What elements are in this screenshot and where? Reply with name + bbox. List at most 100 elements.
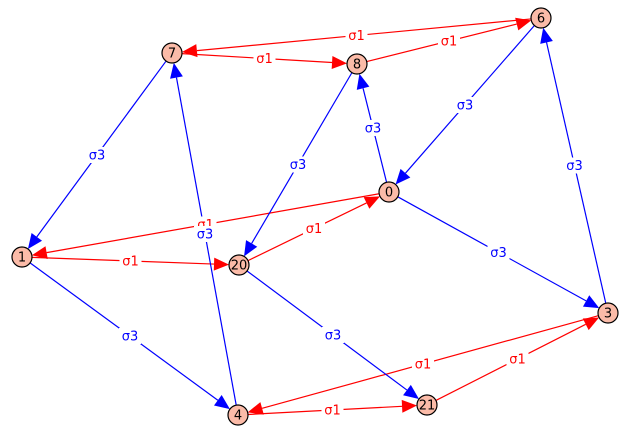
edge-label-20-to-0: σ1 (303, 220, 325, 237)
edge-label-text: σ3 (490, 246, 507, 261)
arrowhead-0-to-3 (582, 295, 600, 309)
node-label: 6 (537, 12, 545, 27)
edge-label-text: σ1 (415, 358, 432, 373)
node-circle (530, 7, 552, 29)
node-circle (11, 246, 33, 268)
node-8: 8 (346, 53, 368, 75)
edge-label-text: σ3 (325, 329, 342, 344)
edge-label-7-to-8: σ1 (253, 50, 276, 67)
nodes-layer: 7 8 6 0 1 20 3 4 21 (11, 7, 619, 426)
node-label: 7 (168, 47, 176, 62)
edge-label-8-to-20: σ3 (287, 156, 309, 173)
edge-label-text: σ1 (348, 29, 365, 44)
edge-label-21-to-3: σ1 (506, 351, 529, 368)
arrowhead-1-to-20 (213, 257, 230, 271)
edge-label-text: σ3 (365, 122, 382, 137)
edge-label-text: σ1 (306, 222, 323, 237)
edge-label-1-to-20: σ1 (119, 253, 142, 270)
edge-label-1-to-4: σ3 (119, 328, 141, 345)
edge-label-text: σ1 (509, 353, 526, 368)
arrowhead-20-to-0 (363, 196, 381, 209)
arrowhead-7-to-8 (331, 56, 348, 70)
node-0: 0 (378, 181, 400, 203)
arrowhead-4-to-7 (170, 62, 183, 79)
arrowhead-0-to-1 (31, 246, 48, 260)
arrowhead-21-to-3 (582, 317, 600, 331)
edge-label-4-to-7: σ3 (194, 226, 216, 243)
edge-label-0-to-3: σ3 (487, 244, 510, 261)
edge-label-text: σ3 (122, 330, 139, 345)
edge-label-bg (438, 33, 460, 49)
node-circle (597, 302, 619, 324)
node-3: 3 (597, 302, 619, 324)
edge-label-bg (487, 244, 510, 261)
edge-label-bg (506, 351, 529, 367)
arrowhead-20-to-21 (403, 384, 419, 400)
edge-label-3-to-6: σ3 (563, 157, 586, 174)
node-label: 8 (353, 58, 361, 73)
arrowhead-7-to-1 (27, 233, 43, 249)
edge-label-bg (119, 328, 141, 344)
arrowhead-3-to-4 (247, 402, 264, 415)
node-label: 0 (385, 186, 393, 201)
node-circle (346, 53, 368, 75)
edge-label-bg (287, 156, 309, 173)
node-20: 20 (228, 254, 250, 276)
edge-label-8-to-6: σ1 (438, 33, 460, 50)
edge-label-text: σ1 (122, 255, 139, 270)
arrowhead-8-to-20 (244, 240, 258, 257)
edge-label-text: σ1 (324, 404, 341, 419)
edge-label-text: σ3 (457, 99, 474, 114)
arrowhead-8-to-6 (515, 17, 532, 31)
edge-label-bg (253, 50, 276, 67)
node-circle (161, 42, 183, 64)
node-circle (227, 404, 249, 426)
edge-label-0-to-8: σ3 (362, 120, 384, 137)
edge-label-text: σ3 (197, 228, 214, 243)
arrowhead-3-to-6 (540, 27, 553, 44)
edge-label-text: σ1 (256, 52, 273, 67)
edge-label-bg (86, 147, 108, 163)
edge-label-3-to-4: σ1 (412, 356, 434, 373)
node-7: 7 (161, 42, 183, 64)
node-label: 3 (604, 307, 612, 322)
edge-label-6-to-7: σ1 (345, 27, 368, 44)
edge-label-20-to-21: σ3 (322, 327, 344, 344)
node-label: 1 (18, 251, 26, 266)
node-label: 4 (234, 409, 242, 424)
edge-label-bg (321, 402, 344, 418)
edge-label-bg (563, 157, 586, 174)
node-circle (378, 181, 400, 203)
edge-label-6-to-0: σ3 (454, 97, 476, 114)
edge-label-text: σ3 (89, 149, 106, 164)
node-21: 21 (416, 394, 438, 416)
node-6: 6 (530, 7, 552, 29)
edge-label-text: σ3 (290, 158, 307, 173)
node-label: 20 (231, 259, 248, 274)
node-circle (228, 254, 250, 276)
node-label: 21 (419, 399, 436, 414)
node-4: 4 (227, 404, 249, 426)
node-circle (416, 394, 438, 416)
arrowhead-4-to-21 (401, 399, 418, 413)
arrowhead-1-to-4 (213, 394, 230, 410)
edge-label-bg (194, 226, 216, 242)
edge-label-text: σ3 (566, 159, 583, 174)
arrowhead-6-to-7 (181, 44, 198, 58)
edge-label-bg (412, 356, 434, 372)
edge-label-bg (303, 220, 325, 237)
edge-label-bg (362, 120, 384, 136)
edge-label-text: σ1 (441, 35, 458, 50)
edge-label-bg (322, 327, 344, 343)
edge-label-7-to-1: σ3 (86, 147, 108, 164)
edge-label-bg (454, 97, 476, 113)
arrowhead-6-to-0 (395, 168, 411, 185)
edge-label-4-to-21: σ1 (321, 402, 344, 419)
edge-label-bg (345, 27, 368, 44)
edge-label-bg (119, 253, 142, 269)
arrowhead-0-to-8 (356, 73, 370, 90)
node-1: 1 (11, 246, 33, 268)
